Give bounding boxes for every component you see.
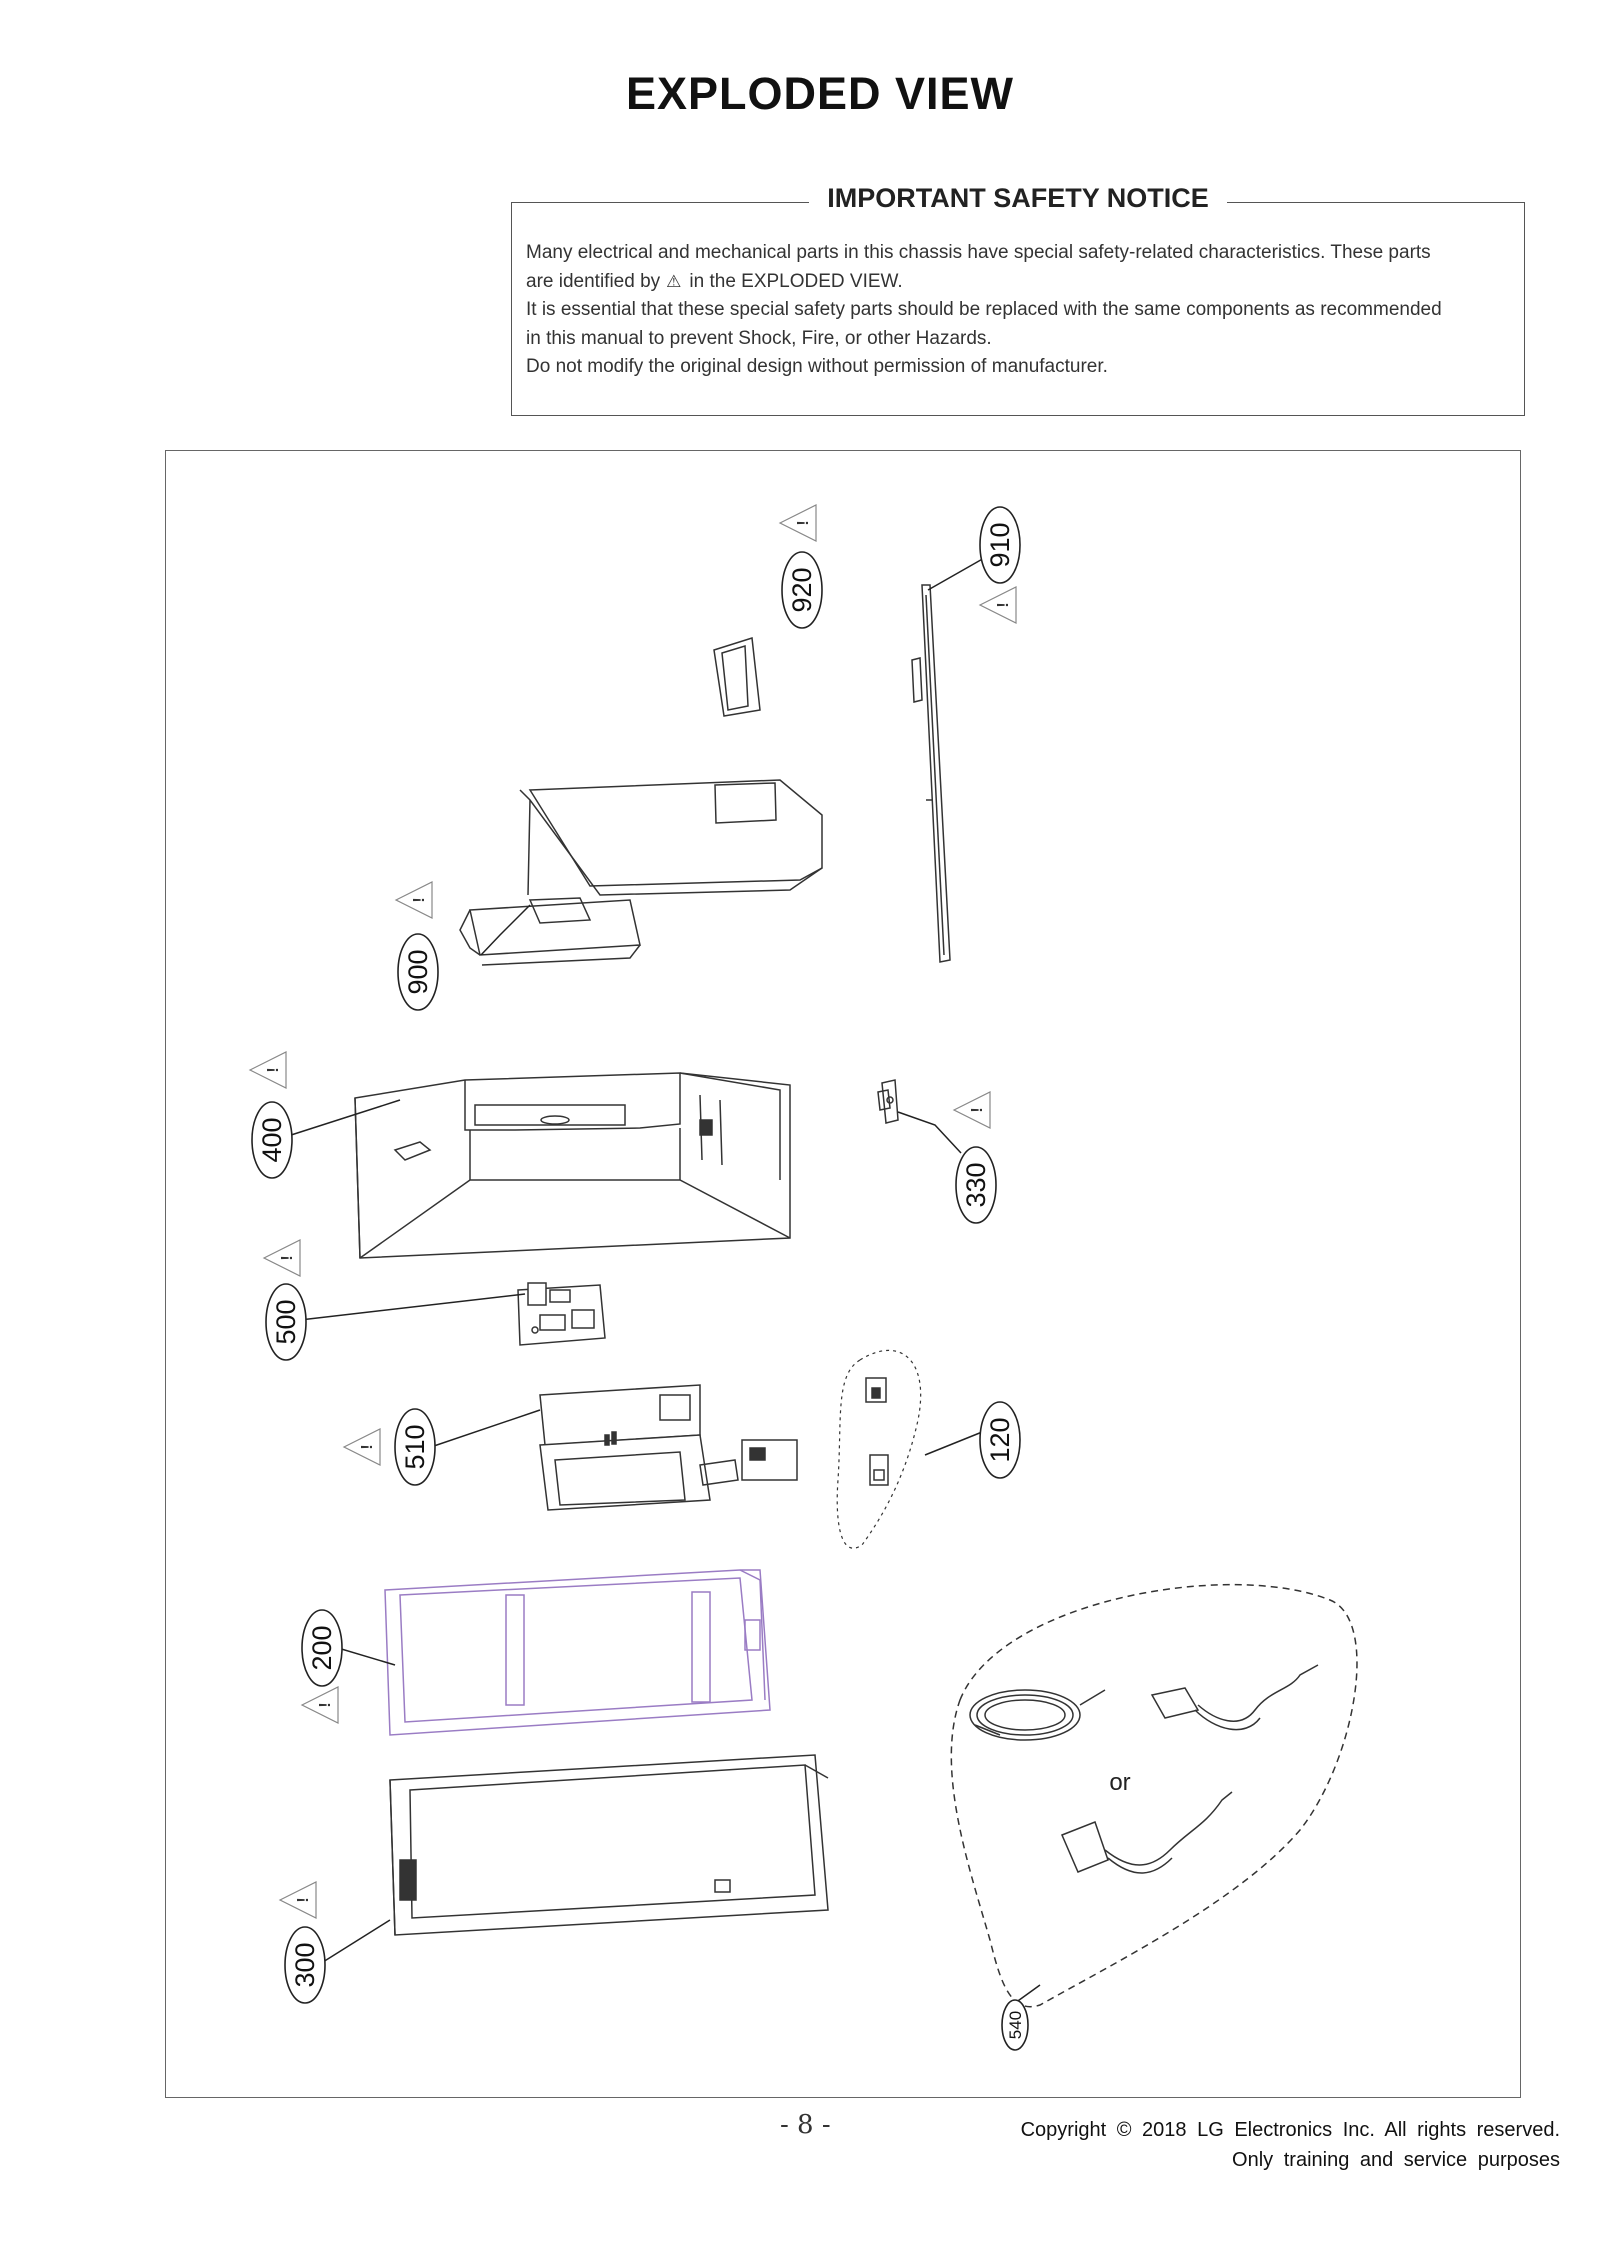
notice-line-2: are identified by⚠in the EXPLODED VIEW. <box>526 268 1512 297</box>
label-200: 200 <box>307 1625 337 1670</box>
accessory-or-text: or <box>1109 1769 1130 1796</box>
copyright-line-1: Copyright © 2018 LG Electronics Inc. All… <box>1020 2119 1560 2141</box>
warning-triangle-icon <box>300 1686 339 1724</box>
notice-line-4: in this manual to prevent Shock, Fire, o… <box>526 327 992 349</box>
notice-line-1: Many electrical and mechanical parts in … <box>526 242 1431 263</box>
callout-910 <box>979 506 1021 584</box>
notice-line-3: It is essential that these special safet… <box>526 299 1442 320</box>
safety-notice-title: IMPORTANT SAFETY NOTICE <box>809 183 1227 213</box>
svg-text:!: ! <box>265 1067 282 1072</box>
label-510: 510 <box>400 1424 430 1469</box>
warning-triangle-icon: ⚠ <box>666 271 682 291</box>
part-500-drawing <box>517 1282 606 1346</box>
svg-text:!: ! <box>359 1444 376 1449</box>
part-200-drawing <box>384 1569 771 1736</box>
label-540: 540 <box>1006 2011 1025 2039</box>
safety-warning-glyphs: ! ! ! ! ! ! ! ! ! <box>265 520 1012 1902</box>
callout-540 <box>1001 1999 1029 2051</box>
callout-400 <box>251 1101 293 1179</box>
part-900-drawing <box>459 779 823 966</box>
svg-text:!: ! <box>411 897 428 902</box>
callout-510 <box>394 1408 436 1486</box>
label-330: 330 <box>961 1162 991 1207</box>
svg-text:!: ! <box>317 1702 334 1707</box>
copyright-notice: Copyright © 2018 LG Electronics Inc. All… <box>1021 2115 1560 2175</box>
part-910-drawing <box>911 584 951 963</box>
label-900: 900 <box>403 949 433 994</box>
part-callouts <box>251 506 1029 2051</box>
svg-text:!: ! <box>279 1255 296 1260</box>
part-400-drawing <box>354 1072 791 1259</box>
warning-triangle-icon <box>262 1239 301 1277</box>
part-540-drawing <box>950 1583 1358 2008</box>
part-300-drawing <box>389 1754 829 1936</box>
warning-triangle-icon <box>978 586 1017 624</box>
callout-200 <box>301 1609 343 1687</box>
warning-triangle-icon <box>394 881 433 919</box>
page-title: EXPLODED VIEW <box>625 68 1015 119</box>
svg-text:!: ! <box>969 1107 986 1112</box>
part-120-drawing <box>836 1349 922 1549</box>
svg-text:!: ! <box>295 1897 312 1902</box>
diagram-frame <box>165 450 1521 2098</box>
safety-notice-text: Many electrical and mechanical parts in … <box>526 239 1512 382</box>
warning-triangle-icon <box>778 504 817 542</box>
label-500: 500 <box>271 1299 301 1344</box>
label-920: 920 <box>787 567 817 612</box>
part-510-drawing <box>539 1384 798 1511</box>
safety-notice: IMPORTANT SAFETY NOTICE Many electrical … <box>511 183 1525 416</box>
notice-line-5: Do not modify the original design withou… <box>526 356 1108 377</box>
callout-120 <box>979 1401 1021 1479</box>
part-330-drawing <box>877 1079 899 1124</box>
part-920-drawing <box>713 637 761 717</box>
warning-triangle-icon <box>952 1091 991 1129</box>
callout-920 <box>781 551 823 629</box>
callout-500 <box>265 1283 307 1361</box>
warning-triangle-icon <box>278 1881 317 1919</box>
svg-text:!: ! <box>795 520 812 525</box>
svg-text:!: ! <box>995 602 1012 607</box>
label-120: 120 <box>985 1417 1015 1462</box>
page-number: - 8 - <box>780 2110 831 2140</box>
callout-300 <box>284 1926 326 2004</box>
label-910: 910 <box>985 522 1015 567</box>
warning-triangle-icon <box>248 1051 287 1089</box>
label-400: 400 <box>257 1117 287 1162</box>
label-300: 300 <box>290 1942 320 1987</box>
callout-labels: 920 910 900 400 330 500 510 120 200 300 … <box>257 522 1025 2039</box>
callout-900 <box>397 933 439 1011</box>
copyright-line-2: Only training and service purposes <box>1232 2149 1560 2171</box>
safety-warning-marks <box>248 504 1017 1919</box>
callout-330 <box>955 1146 997 1224</box>
warning-triangle-icon <box>342 1428 381 1466</box>
